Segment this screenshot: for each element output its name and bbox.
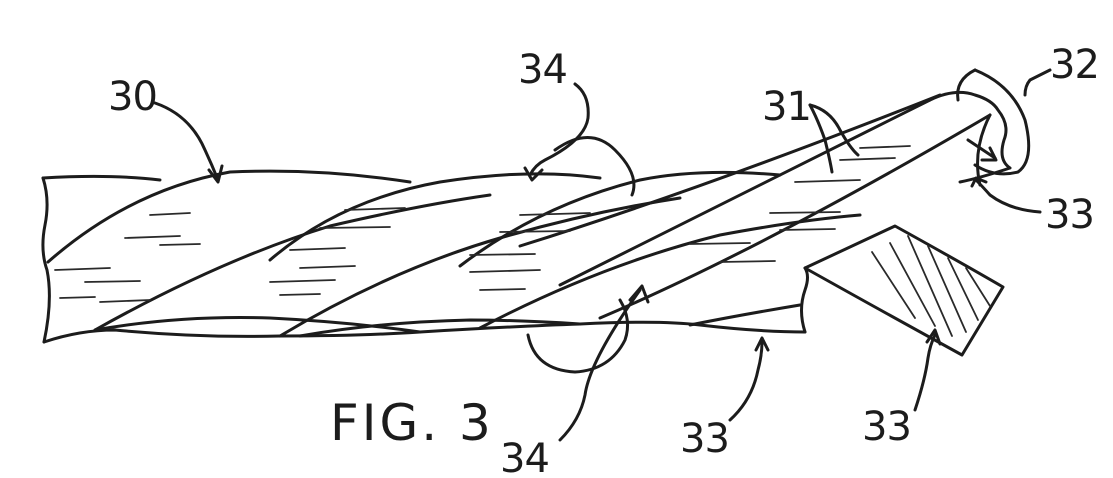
unraveled-strand-33 [803, 224, 1005, 357]
numeral-34-top: 34 [518, 47, 567, 93]
numeral-33-bottom-mid: 33 [680, 416, 729, 462]
rope-body-30 [41, 93, 992, 344]
numeral-30: 30 [108, 74, 157, 120]
numeral-33-right: 33 [1045, 192, 1094, 238]
numeral-33-bottom-right: 33 [862, 404, 911, 450]
leader-lines [153, 68, 1052, 422]
numeral-31: 31 [762, 84, 811, 130]
numeral-32: 32 [1050, 42, 1099, 88]
figure-caption: FIG. 3 [330, 394, 494, 452]
cross-section-34-top [523, 82, 636, 197]
numeral-34-bottom: 34 [500, 436, 549, 478]
rope-end-32 [928, 68, 1031, 187]
cross-section-34-bottom [526, 284, 650, 442]
strand-hatching [54, 145, 911, 303]
